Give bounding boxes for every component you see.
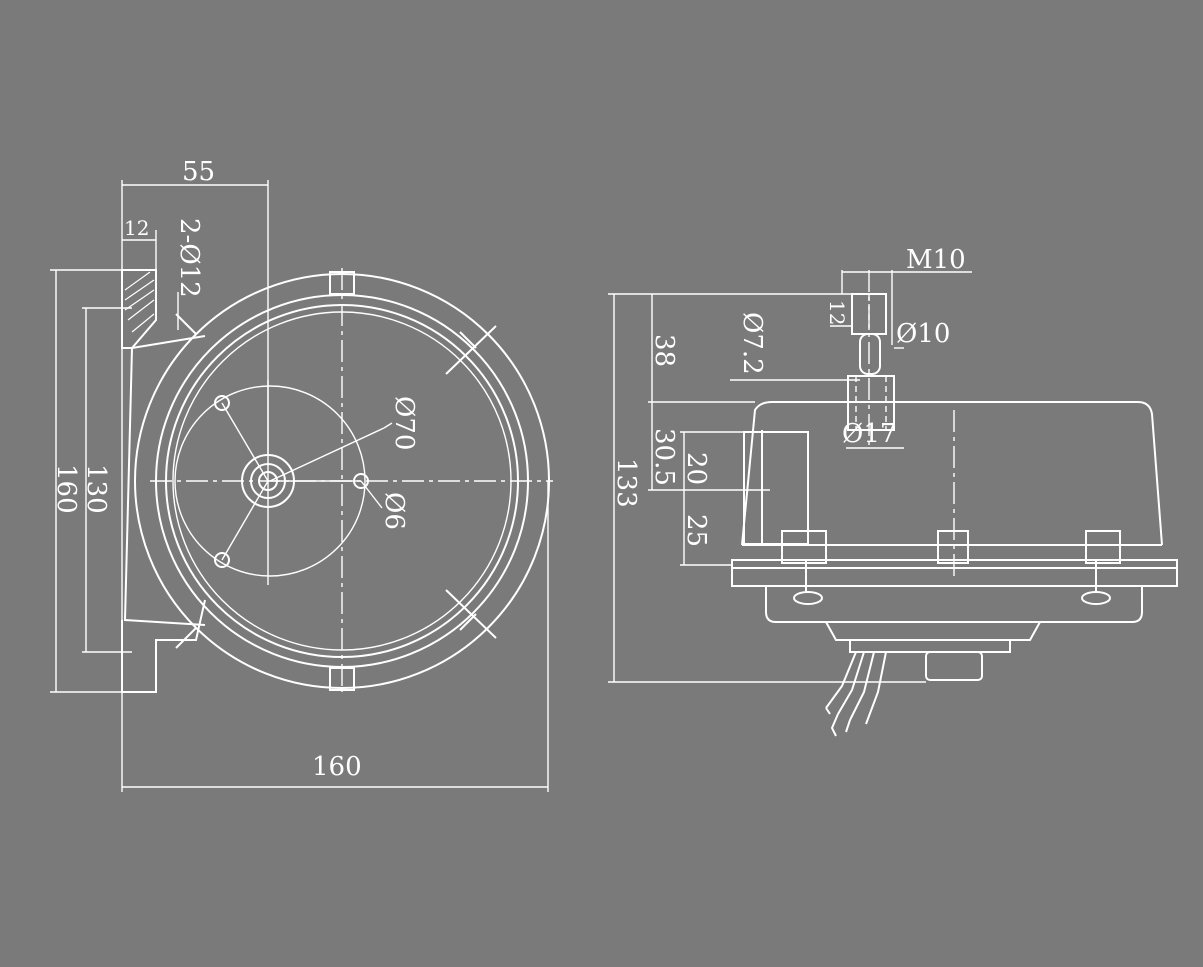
dim-pcd: Ø70 bbox=[389, 396, 419, 450]
bolt-hole-top bbox=[214, 395, 230, 411]
front-view: 55 12 2-Ø12 160 130 160 Ø70 Ø6 bbox=[50, 157, 553, 792]
dim-thread-len: 12 bbox=[825, 300, 849, 325]
boss bbox=[847, 375, 895, 431]
dim-flange: 12 bbox=[124, 216, 149, 240]
dim-width-bottom: 160 bbox=[312, 752, 362, 782]
wires bbox=[825, 651, 887, 725]
housing bbox=[741, 401, 1163, 546]
dim-height-total: 133 bbox=[611, 458, 641, 508]
side-view: M10 12 Ø10 Ø7.2 38 Ø17 30.5 20 25 133 bbox=[608, 245, 1178, 737]
dim-height-38: 38 bbox=[649, 334, 679, 367]
dim-width-top: 55 bbox=[182, 157, 215, 187]
dim-height-outer: 160 bbox=[51, 464, 81, 514]
dim-height-25: 25 bbox=[681, 514, 711, 547]
dim-height-inner: 130 bbox=[81, 464, 111, 514]
dim-stud: Ø10 bbox=[896, 319, 950, 349]
pitch-circle bbox=[174, 385, 366, 577]
dim-height-30-5: 30.5 bbox=[649, 428, 679, 486]
dim-pin: Ø7.2 bbox=[737, 312, 767, 375]
dim-holes: 2-Ø12 bbox=[174, 218, 204, 298]
dim-height-20: 20 bbox=[681, 452, 711, 485]
dim-boss: Ø17 bbox=[842, 419, 896, 449]
dim-thread: M10 bbox=[906, 245, 966, 275]
dim-hole-small: Ø6 bbox=[379, 492, 409, 530]
bolt-hole-bottom bbox=[214, 552, 230, 568]
